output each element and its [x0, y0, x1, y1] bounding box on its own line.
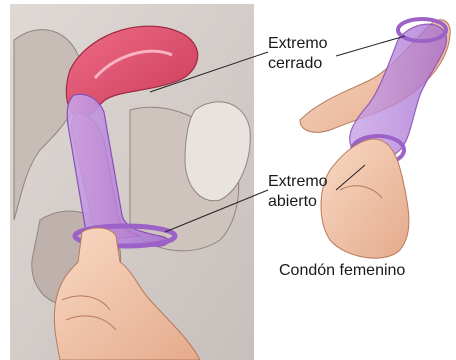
caption: Condón femenino [279, 262, 405, 279]
closed-end-label-line1: Extremo [268, 35, 328, 52]
closed-end-label-line2: cerrado [268, 55, 322, 72]
open-end-label-line1: Extremo [268, 173, 328, 190]
open-end-label-line2: abierto [268, 193, 317, 210]
hands-illustration [300, 19, 450, 258]
lower-hand-shape [321, 139, 409, 258]
anatomy-section-illustration [10, 4, 254, 360]
